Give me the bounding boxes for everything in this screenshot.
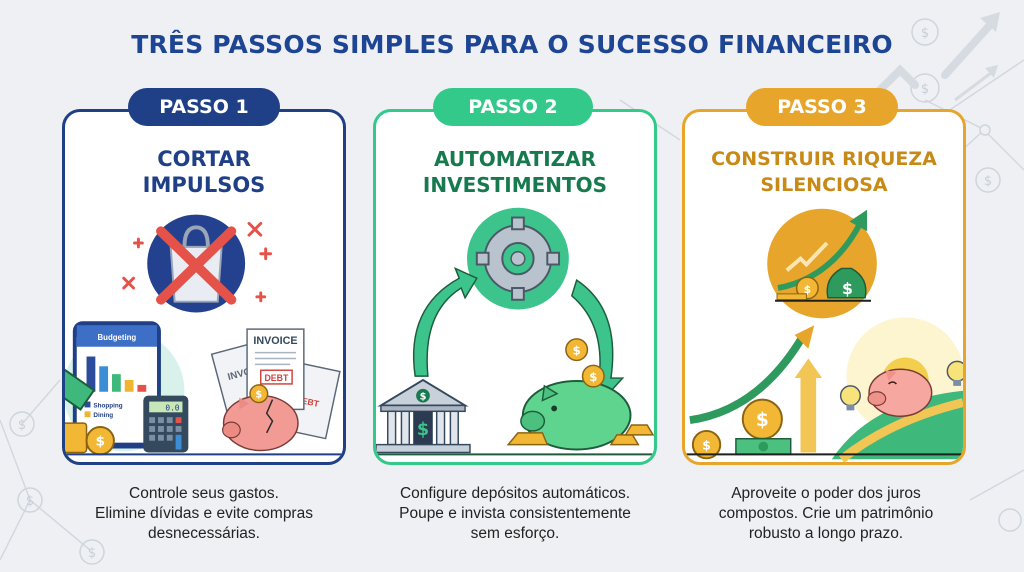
svg-text:$: $ (88, 546, 96, 561)
step-1-title-line1: CORTAR (157, 147, 251, 171)
step-2-title-line1: AUTOMATIZAR (433, 147, 597, 171)
step-2-badge: PASSO 2 (433, 88, 593, 126)
step-1-description-line2: Elimine dívidas e evite compras (95, 505, 313, 522)
step-2-title: AUTOMATIZAR INVESTIMENTOS (376, 146, 654, 198)
step-1-description-line1: Controle seus gastos. (129, 485, 279, 502)
svg-text:$: $ (842, 279, 853, 298)
step-2-title-line2: INVESTIMENTOS (422, 173, 608, 197)
svg-text:$: $ (756, 410, 769, 431)
step-3-description: Aproveite o poder dos juros compostos. C… (676, 484, 976, 544)
svg-text:$: $ (18, 418, 26, 433)
svg-text:$: $ (702, 438, 711, 453)
happy-piggy-bank-icon (867, 368, 933, 417)
banknote-icon (735, 438, 792, 456)
growth-chart-icon (767, 208, 877, 319)
bank-icon: $ $ (376, 378, 471, 454)
coin-icon: $ $ (565, 338, 605, 388)
cash-icon (65, 368, 96, 411)
step-2-description-line1: Configure depósitos automáticos. (399, 485, 631, 502)
svg-text:0.0: 0.0 (165, 403, 179, 412)
step-1-title-line2: IMPULSOS (142, 173, 266, 197)
svg-text:EBT: EBT (301, 396, 321, 410)
svg-text:$: $ (804, 283, 811, 296)
phone-header: Budgeting (98, 333, 137, 342)
step-1-description-line3: desnecessárias. (147, 525, 260, 542)
step-3-description-line2: compostos. Crie um patrimônio (718, 505, 934, 522)
svg-text:$: $ (255, 390, 262, 401)
step-2-description-line3: sem esforço. (470, 525, 560, 542)
step-3-badge: PASSO 3 (746, 88, 898, 126)
step-1-illustration: Budgeting Shopping Dining $ 0.0 (65, 214, 343, 456)
step-1-card: CORTAR IMPULSOS Budgeting (62, 109, 346, 465)
svg-text:DEBT: DEBT (264, 373, 289, 383)
coin-stack-icon: $ (65, 422, 115, 456)
gear-cycle-icon (467, 207, 569, 310)
svg-text:Dining: Dining (93, 412, 113, 419)
step-3-title-line2: SILENCIOSA (760, 174, 888, 196)
step-1-description: Controle seus gastos. Elimine dívidas e … (54, 484, 354, 544)
money-bag-icon: $ $ (775, 267, 871, 302)
svg-text:$: $ (921, 82, 929, 97)
step-2-illustration: $ $ $ $ (376, 207, 654, 456)
step-3-description-line3: robusto a longo prazo. (748, 525, 904, 542)
svg-text:Shopping: Shopping (93, 402, 122, 409)
svg-text:$: $ (420, 392, 427, 403)
gold-bars-icon (506, 424, 654, 446)
svg-text:$: $ (589, 370, 597, 384)
lightbulb-icon (839, 360, 963, 411)
step-3-title: CONSTRUIR RIQUEZA SILENCIOSA (685, 146, 963, 198)
calculator-icon: 0.0 (143, 395, 189, 453)
svg-text:$: $ (417, 420, 429, 440)
svg-text:$: $ (95, 434, 105, 450)
step-2-card: AUTOMATIZAR INVESTIMENTOS $ (373, 109, 657, 465)
step-1-title: CORTAR IMPULSOS (65, 146, 343, 198)
step-3-description-line1: Aproveite o poder dos juros (731, 485, 921, 502)
svg-text:$: $ (984, 174, 992, 189)
svg-text:$: $ (26, 494, 34, 509)
step-2-description-line2: Poupe e invista consistentemente (399, 505, 631, 522)
step-3-card: CONSTRUIR RIQUEZA SILENCIOSA $ $ $ (682, 109, 966, 465)
sad-piggy-bank-icon: $ (222, 384, 299, 452)
green-piggy-bank-icon (520, 380, 632, 451)
step-3-title-line1: CONSTRUIR RIQUEZA (711, 148, 937, 170)
page-title: TRÊS PASSOS SIMPLES PARA O SUCESSO FINAN… (131, 30, 893, 59)
step-1-badge: PASSO 1 (128, 88, 280, 126)
crossed-shopping-bag-icon (122, 214, 273, 313)
step-3-illustration: $ $ $ $ (685, 208, 963, 462)
svg-text:INVOICE: INVOICE (253, 335, 297, 347)
rising-arrow-icon (689, 325, 823, 453)
step-2-description: Configure depósitos automáticos. Poupe e… (365, 484, 665, 544)
svg-text:$: $ (573, 344, 581, 358)
